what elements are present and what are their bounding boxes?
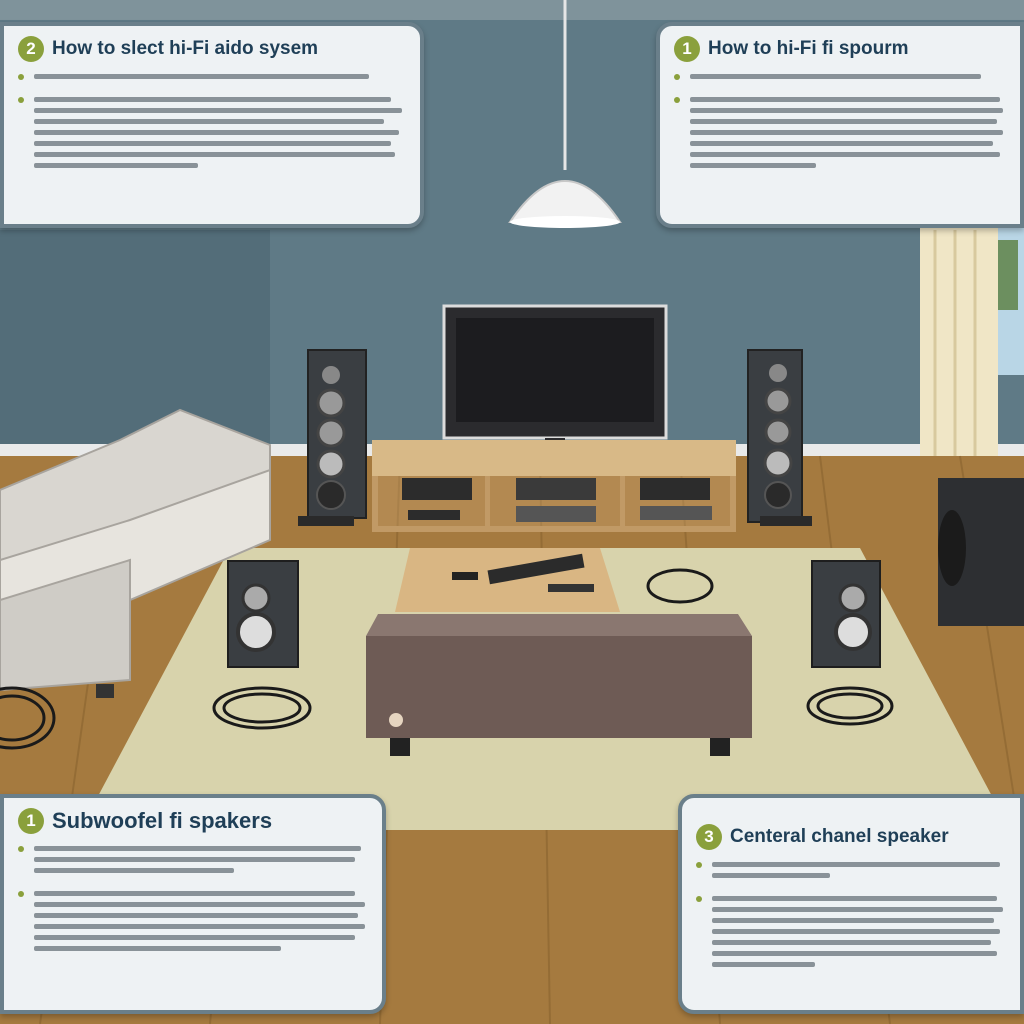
bullet-item	[18, 70, 406, 85]
bookshelf-speaker-right	[811, 560, 881, 668]
cables	[0, 568, 894, 750]
callout-top-left: 2 How to slect hi-Fi aido sysem	[0, 22, 424, 228]
tower-speaker-right	[747, 349, 812, 526]
body-text-placeholder	[712, 892, 1006, 973]
body-text-placeholder	[690, 70, 1006, 85]
bullet-dot-icon	[18, 846, 24, 852]
bullet-dot-icon	[696, 896, 702, 902]
bullet-item	[674, 70, 1006, 85]
callout-title: Subwoofel fi spakers	[52, 808, 273, 833]
tv-stand	[372, 440, 736, 532]
callout-bottom-right: 3 Centeral chanel speaker	[678, 794, 1024, 1014]
ottoman	[366, 614, 752, 756]
callout-title: Centeral chanel speaker	[730, 826, 949, 847]
body-text-placeholder	[34, 887, 368, 957]
bullet-item	[18, 93, 406, 174]
curtain	[920, 225, 998, 480]
pendant-lamp	[508, 0, 622, 228]
body-text-placeholder	[34, 93, 406, 174]
coffee-table	[395, 548, 620, 612]
bullet-item	[674, 93, 1006, 174]
step-number-badge: 2	[18, 36, 44, 62]
step-number-badge: 1	[674, 36, 700, 62]
callout-bottom-left: 1 Subwoofel fi spakers	[0, 794, 386, 1014]
bullet-dot-icon	[696, 862, 702, 868]
bullet-dot-icon	[18, 74, 24, 80]
tower-speaker-left	[298, 349, 367, 526]
bullet-dot-icon	[18, 891, 24, 897]
bullet-item	[696, 892, 1006, 973]
bullet-item	[18, 842, 368, 879]
bullet-dot-icon	[18, 97, 24, 103]
step-number-badge: 1	[18, 808, 44, 834]
bullet-item	[18, 887, 368, 957]
callout-title: How to hi-Fi fi spourm	[708, 38, 909, 59]
callout-top-right: 1 How to hi-Fi fi spourm	[656, 22, 1024, 228]
subwoofer	[938, 478, 1024, 626]
bookshelf-speaker-left	[227, 560, 299, 668]
body-text-placeholder	[690, 93, 1006, 174]
body-text-placeholder	[34, 842, 368, 879]
bullet-dot-icon	[674, 97, 680, 103]
bullet-dot-icon	[674, 74, 680, 80]
window	[920, 225, 1024, 480]
step-number-badge: 3	[696, 824, 722, 850]
bullet-item	[696, 858, 1006, 884]
body-text-placeholder	[712, 858, 1006, 884]
body-text-placeholder	[34, 70, 406, 85]
callout-title: How to slect hi-Fi aido sysem	[52, 38, 319, 59]
sofa	[0, 408, 271, 698]
